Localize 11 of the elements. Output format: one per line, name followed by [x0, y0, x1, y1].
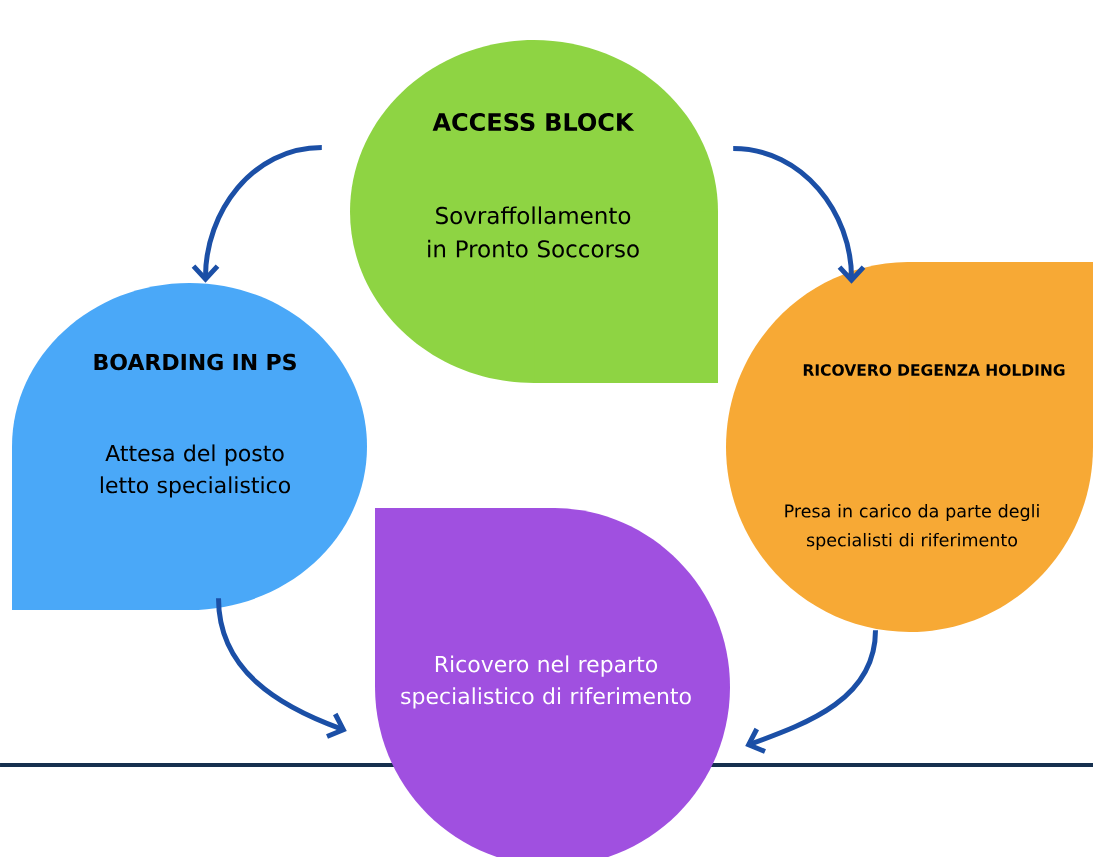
curved-arrow	[216, 598, 347, 739]
curved-arrow	[733, 146, 866, 284]
body-text: Presa in carico da parte degli specialisti di riferimento	[785, 504, 1039, 550]
curved-arrow	[191, 145, 322, 283]
body-text: Ricovero nel reparto specialistico di riferimento	[401, 655, 691, 709]
heading: RICOVERO DEGENZA HOLDING	[803, 364, 1065, 376]
curved-arrow	[745, 630, 878, 754]
heading: ACCESS BLOCK	[432, 112, 635, 132]
heading: BOARDING IN PS	[94, 353, 296, 371]
body-text: Sovraffollamento in Pronto Soccorso	[428, 206, 639, 258]
body-text: Attesa del posto letto specialistico	[100, 444, 290, 498]
